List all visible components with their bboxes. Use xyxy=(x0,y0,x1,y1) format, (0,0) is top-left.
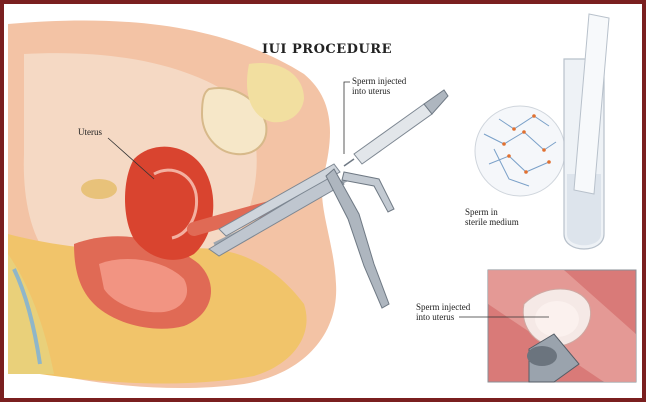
diagram-title: IUI PROCEDURE xyxy=(262,42,392,57)
label-sperm-injected-top-line1: Sperm injected xyxy=(352,76,406,86)
inset-panel xyxy=(488,270,636,382)
label-sperm-injected-inset: Sperm injected into uterus xyxy=(416,302,470,322)
label-sperm-medium: Sperm in sterile medium xyxy=(465,207,519,227)
uterus xyxy=(125,147,213,260)
label-sperm-injected-inset-line1: Sperm injected xyxy=(416,302,470,312)
label-sperm-injected-top-line2: into uterus xyxy=(352,86,406,96)
leader-line-top xyxy=(344,82,350,154)
ovary xyxy=(81,179,117,199)
label-sperm-medium-line2: sterile medium xyxy=(465,217,519,227)
sperm-medium-circle xyxy=(475,106,565,196)
label-sperm-injected-top: Sperm injected into uterus xyxy=(352,76,406,96)
label-uterus-text: Uterus xyxy=(78,127,102,137)
test-tube xyxy=(564,14,609,249)
anatomy-illustration xyxy=(4,4,646,402)
label-uterus: Uterus xyxy=(78,127,102,137)
label-sperm-injected-inset-line2: into uterus xyxy=(416,312,470,322)
label-sperm-medium-line1: Sperm in xyxy=(465,207,519,217)
syringe xyxy=(344,90,448,166)
